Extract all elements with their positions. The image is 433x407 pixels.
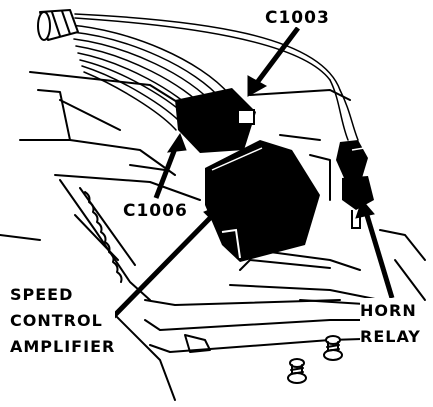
screw-left bbox=[287, 358, 307, 384]
connector-c1003 bbox=[175, 88, 256, 153]
leader-arrows bbox=[110, 26, 395, 320]
arrow-c1003 bbox=[254, 26, 300, 86]
label-control: CONTROL bbox=[10, 311, 103, 330]
label-c1006: C1006 bbox=[123, 201, 188, 221]
bracket-edge bbox=[84, 191, 123, 283]
screw-right bbox=[323, 335, 343, 361]
arrow-amplifier bbox=[110, 212, 216, 320]
label-relay: RELAY bbox=[360, 327, 421, 346]
label-amplifier: AMPLIFIER bbox=[10, 337, 116, 356]
harness-wrap bbox=[37, 9, 79, 41]
arrow-c1006 bbox=[153, 145, 179, 199]
label-speed: SPEED bbox=[10, 285, 74, 304]
speed-control-amplifier-module bbox=[205, 140, 320, 262]
label-horn: HORN bbox=[360, 301, 417, 320]
label-horn-relay: HORN RELAY bbox=[360, 298, 421, 350]
label-speed-control-amplifier: SPEED CONTROL AMPLIFIER bbox=[10, 282, 116, 360]
label-c1003: C1003 bbox=[265, 8, 330, 28]
arrow-horn-relay bbox=[363, 211, 395, 299]
horn-relay bbox=[336, 140, 374, 229]
